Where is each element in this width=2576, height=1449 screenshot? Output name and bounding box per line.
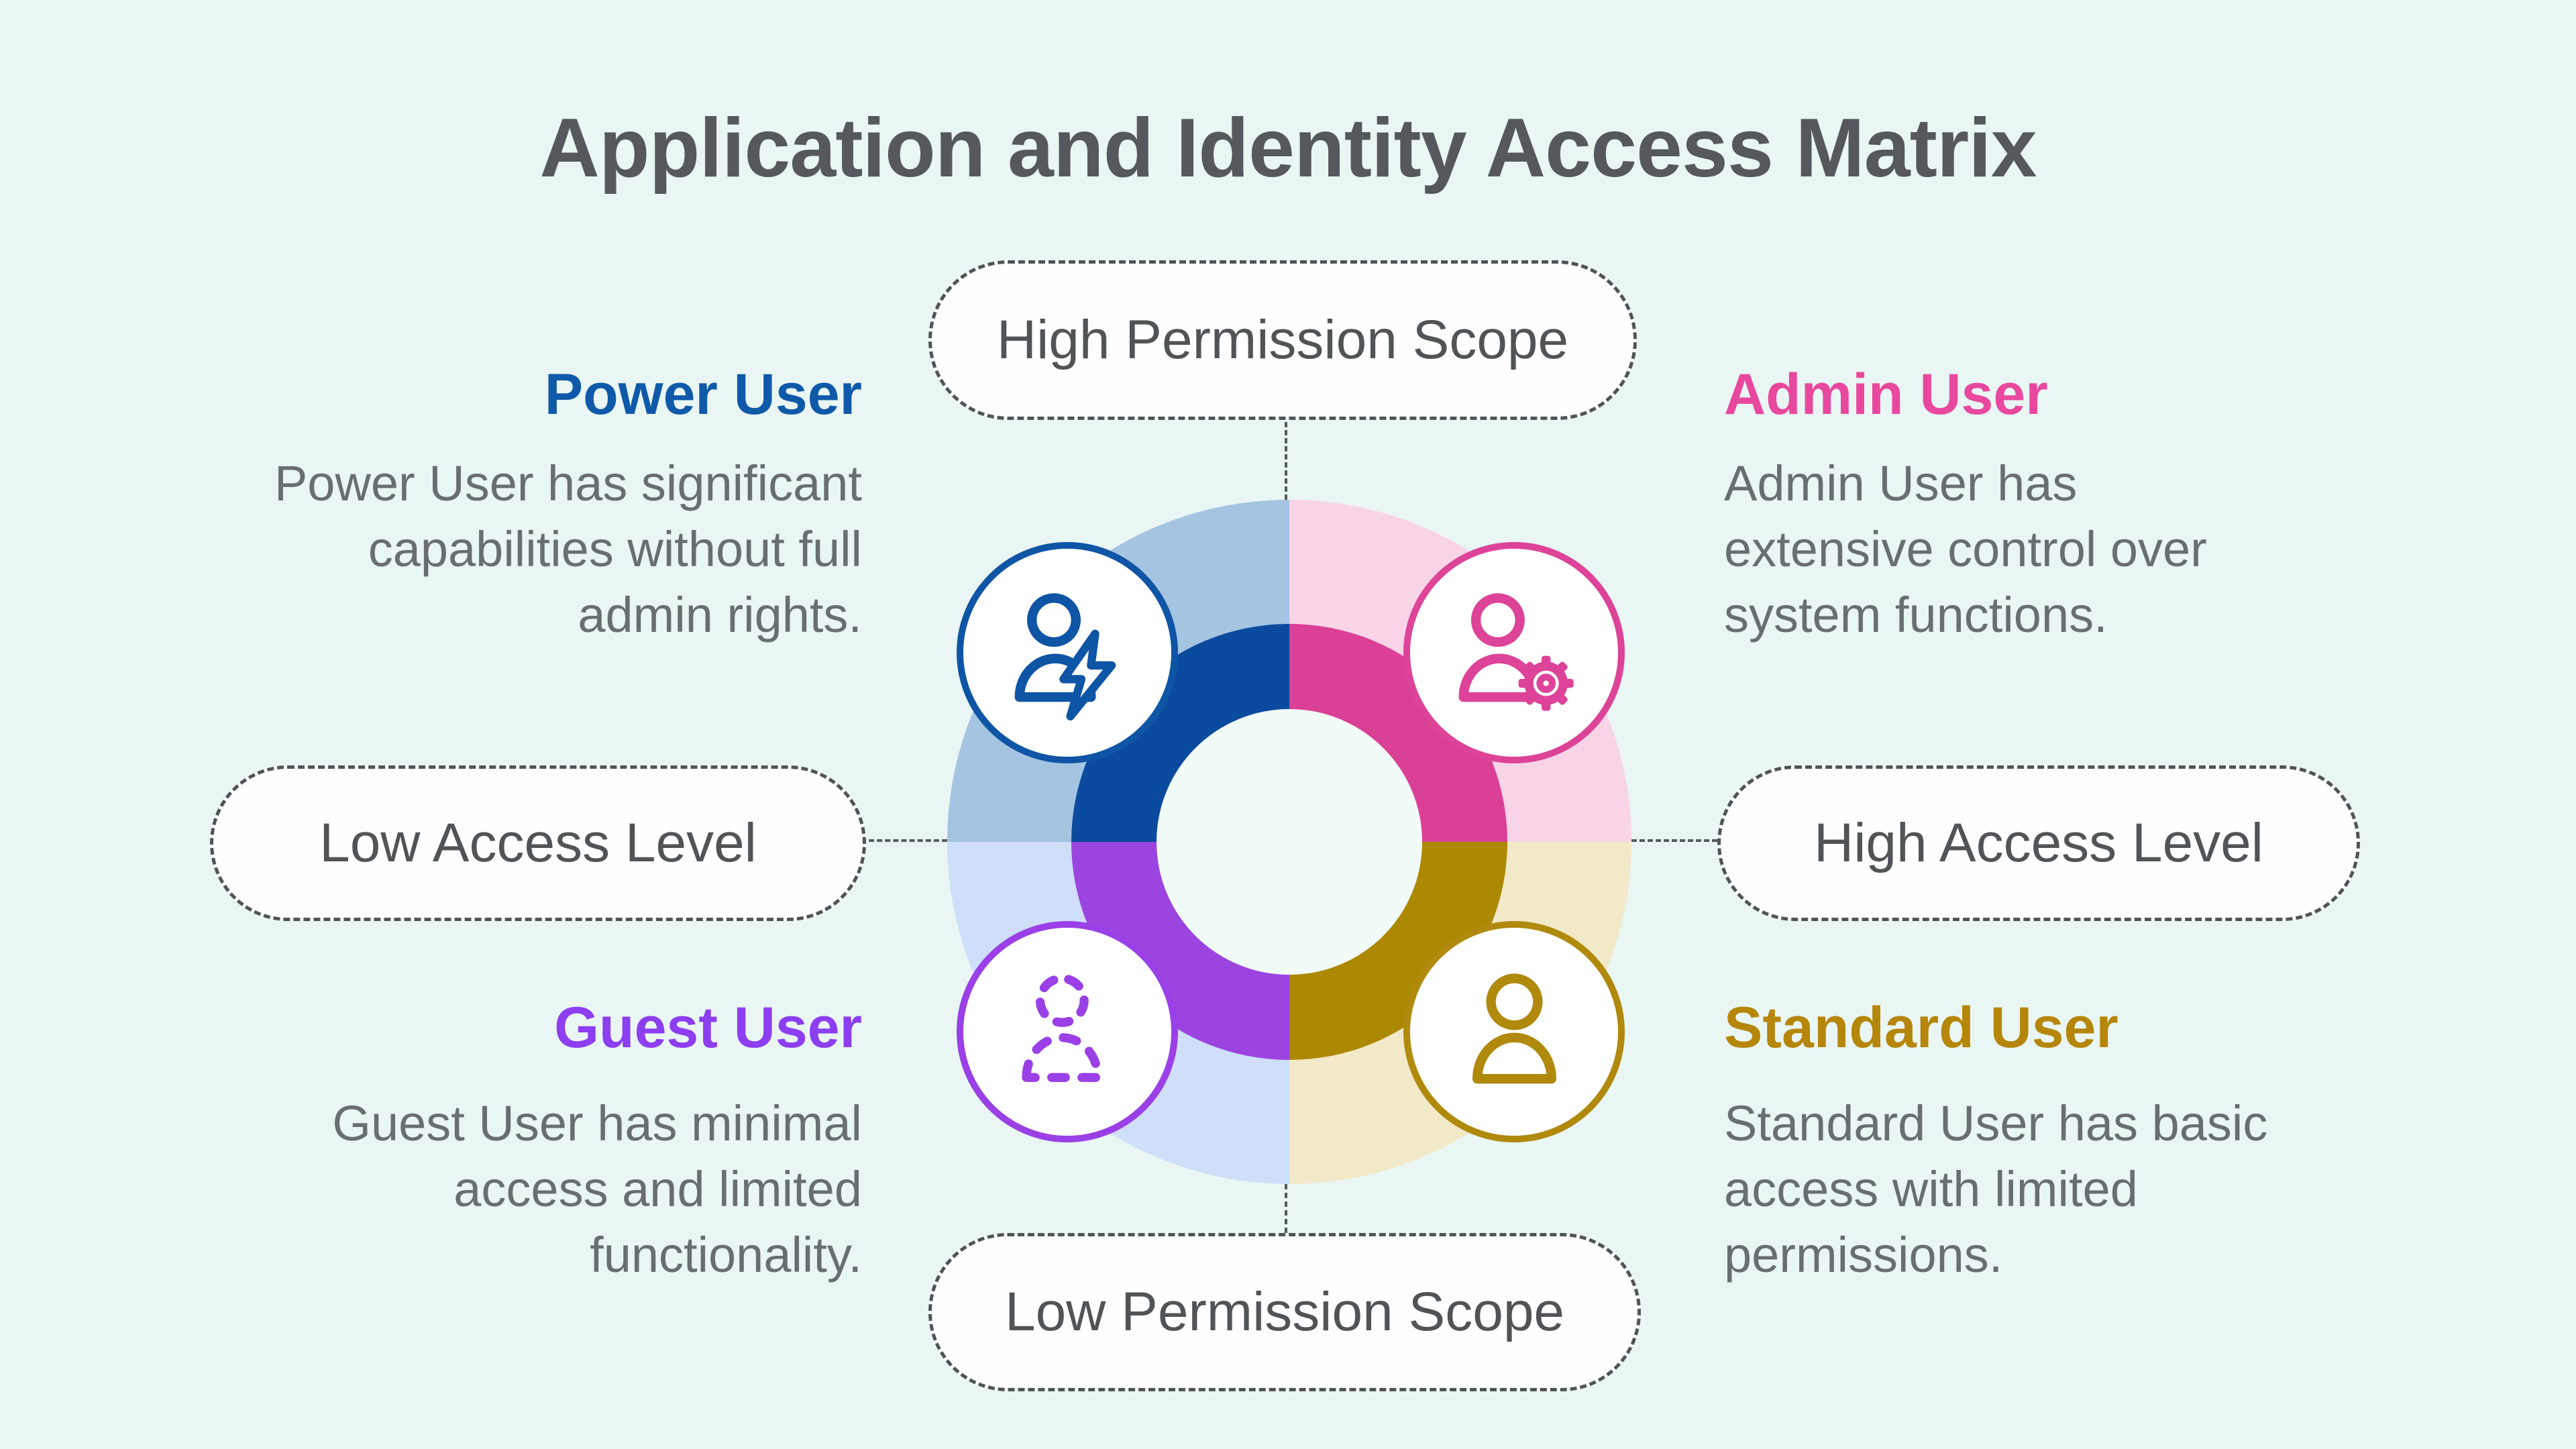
description-line: Admin User has	[1724, 455, 2078, 511]
admin-user-heading: Admin User	[1724, 362, 2048, 427]
description-line: capabilities without full	[368, 521, 862, 577]
description-line: access and limited	[453, 1161, 862, 1217]
description-line: extensive control over	[1724, 521, 2207, 577]
description-line: system functions.	[1724, 587, 2108, 643]
connector-bottom	[1285, 1184, 1287, 1233]
scope-label-low-permission: Low Permission Scope	[928, 1233, 1641, 1391]
description-line: admin rights.	[578, 587, 862, 643]
scope-label-text: High Permission Scope	[996, 309, 1569, 370]
scope-label-low-access: Low Access Level	[210, 765, 866, 921]
connector-right	[1631, 839, 1717, 842]
standard-user-heading: Standard User	[1724, 996, 2118, 1060]
standard-user-icon	[1472, 973, 1556, 1083]
scope-label-text: Low Permission Scope	[1004, 1281, 1565, 1342]
connector-left	[861, 839, 947, 842]
connector-top	[1285, 414, 1287, 500]
guest-user-heading: Guest User	[554, 996, 862, 1060]
guest-user-icon-circle	[957, 921, 1178, 1142]
scope-label-text: Low Access Level	[319, 812, 757, 873]
description-line: functionality.	[590, 1227, 862, 1283]
admin-user-gear-icon	[1458, 592, 1574, 711]
description-line: Power User has significant	[274, 455, 862, 511]
description-line: Standard User has basic	[1724, 1095, 2268, 1151]
admin-user-description: Admin User has extensive control over sy…	[1724, 451, 2462, 648]
standard-user-icon-circle	[1403, 921, 1625, 1142]
description-line: permissions.	[1724, 1227, 2003, 1283]
guest-user-dashed-icon	[1021, 973, 1102, 1082]
gear-icon	[1518, 655, 1574, 711]
power-user-description: Power User has significant capabilities …	[201, 451, 862, 648]
page-title: Application and Identity Access Matrix	[539, 102, 2037, 195]
admin-user-icon-circle	[1403, 542, 1625, 763]
power-user-lightning-icon	[1014, 592, 1116, 720]
power-user-heading: Power User	[544, 362, 862, 427]
scope-label-text: High Access Level	[1813, 812, 2263, 873]
guest-user-description: Guest User has minimal access and limite…	[201, 1091, 862, 1288]
power-user-icon-circle	[957, 542, 1178, 763]
standard-user-description: Standard User has basic access with limi…	[1724, 1091, 2462, 1288]
scope-label-high-permission: High Permission Scope	[928, 260, 1637, 420]
donut-hole	[1157, 709, 1422, 975]
description-line: Guest User has minimal	[332, 1095, 862, 1151]
scope-label-high-access: High Access Level	[1717, 765, 2360, 921]
description-line: access with limited	[1724, 1161, 2138, 1217]
